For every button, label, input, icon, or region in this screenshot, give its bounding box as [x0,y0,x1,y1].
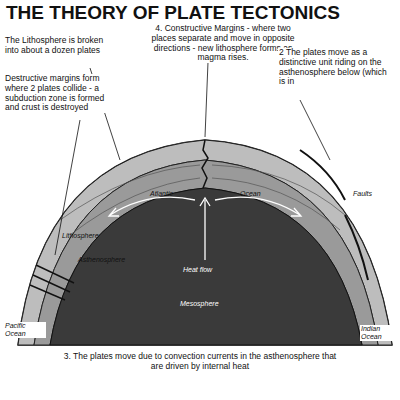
layer-label: Lithosphere [62,232,99,240]
caption: 3. The plates move due to convection cur… [60,352,340,372]
layer-label: Mesosphere [180,300,219,308]
ocean-label: Atlantic [150,190,173,198]
layer-label: Asthenosphere [78,256,125,264]
callout-note: The Lithosphere is broken into about a d… [4,36,106,56]
ocean-label: Ocean [240,190,261,198]
layer-label: Heat flow [183,266,212,274]
ocean-label: Pacific Ocean [4,322,46,338]
callout-note: 2 The plates move as a distinctive unit … [278,48,396,87]
title: THE THEORY OF PLATE TECTONICS [6,2,340,24]
ocean-label: Indian Ocean [360,325,398,341]
fault-label: Faults [352,190,373,198]
callout-note: Destructive margins form where 2 plates … [4,74,110,113]
